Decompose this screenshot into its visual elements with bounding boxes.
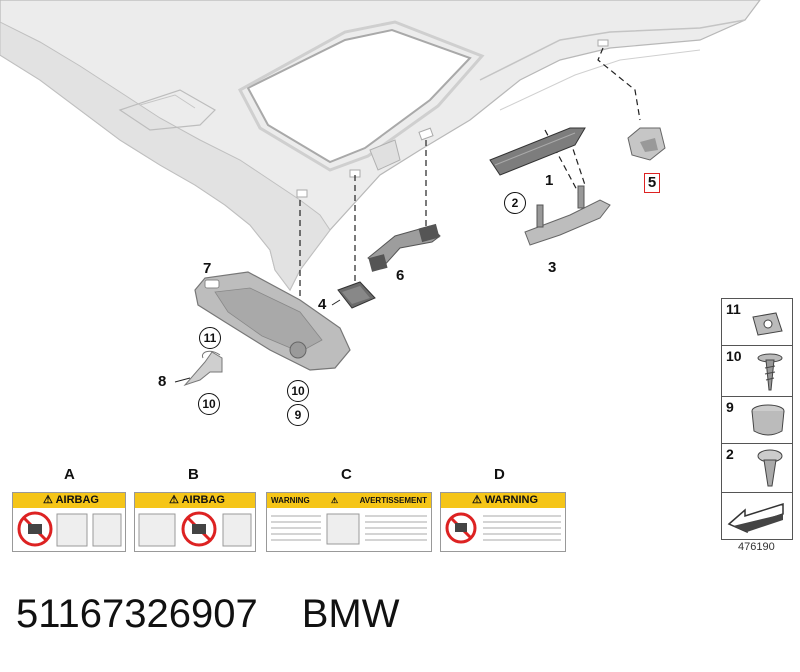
label-b-banner: ⚠ AIRBAG <box>135 493 255 508</box>
callout-11: 11 <box>199 327 221 349</box>
label-d-content <box>445 512 561 544</box>
small-part-number: 9 <box>726 399 734 415</box>
brand-name: BMW <box>301 592 400 636</box>
sun-visor <box>194 271 351 371</box>
airbag-label-b: ⚠ AIRBAG <box>134 492 256 552</box>
roof-rail <box>489 127 586 176</box>
sunroof-opening <box>246 28 472 164</box>
callout-5: 5 <box>644 173 660 193</box>
label-a-banner: ⚠ AIRBAG <box>13 493 125 508</box>
no-child-seat-icon <box>17 511 122 547</box>
warning-triangle-icon: ⚠ <box>169 494 182 506</box>
plug-screw-icon <box>757 449 783 487</box>
callout-10-hook: 10 <box>198 393 220 415</box>
small-part-number: 11 <box>726 301 741 317</box>
warning-triangle-icon: ⚠ <box>471 494 485 506</box>
callout-1: 1 <box>545 172 554 189</box>
label-c-letter: C <box>341 466 352 483</box>
footer: 51167326907 BMW <box>16 592 444 637</box>
arrow-pointer-icon <box>727 502 784 534</box>
callout-9: 9 <box>287 404 309 426</box>
small-part-cell: 10 <box>722 346 792 397</box>
label-c-text-block <box>271 513 427 545</box>
screw-icon <box>757 353 783 391</box>
clip-nut-icon <box>752 312 783 336</box>
label-a-letter: A <box>64 466 75 483</box>
label-d-letter: D <box>494 466 505 483</box>
small-part-number: 2 <box>726 446 734 462</box>
part-number: 51167326907 <box>16 592 258 636</box>
callout-2: 2 <box>504 192 526 214</box>
headliner <box>0 0 761 292</box>
label-b-letter: B <box>188 466 199 483</box>
airbag-label-a: ⚠ AIRBAG <box>12 492 126 552</box>
small-part-cell: 2 <box>722 444 792 493</box>
callout-4: 4 <box>318 296 327 313</box>
warning-triangle-icon: ⚠ <box>331 496 339 505</box>
parts-diagram <box>0 0 761 387</box>
sleeve-icon <box>751 404 785 436</box>
callout-3: 3 <box>548 259 557 276</box>
callout-6: 6 <box>396 267 405 284</box>
small-part-cell: 9 <box>722 397 792 444</box>
visor-hook <box>174 350 223 387</box>
warning-triangle-icon: ⚠ <box>43 494 56 506</box>
warning-label-d: ⚠ WARNING <box>440 492 566 552</box>
callout-10-visor: 10 <box>287 380 309 402</box>
reading-light <box>331 281 376 309</box>
callout-7: 7 <box>203 260 212 277</box>
label-c-banner: WARNING ⚠ AVERTISSEMENT <box>267 493 431 508</box>
warning-label-c: WARNING ⚠ AVERTISSEMENT <box>266 492 432 552</box>
small-part-number: 10 <box>726 348 742 364</box>
coat-hook <box>627 127 666 161</box>
diagram-reference-number: 476190 <box>738 541 775 553</box>
small-part-cell <box>722 493 792 538</box>
label-d-banner: ⚠ WARNING <box>441 493 565 508</box>
grab-handle <box>367 223 441 272</box>
mounting-bracket <box>524 185 611 246</box>
callout-8: 8 <box>158 373 167 390</box>
small-part-cell: 11 <box>722 299 792 346</box>
small-parts-panel: 11 10 9 2 <box>721 298 793 540</box>
no-child-seat-icon <box>138 511 252 547</box>
